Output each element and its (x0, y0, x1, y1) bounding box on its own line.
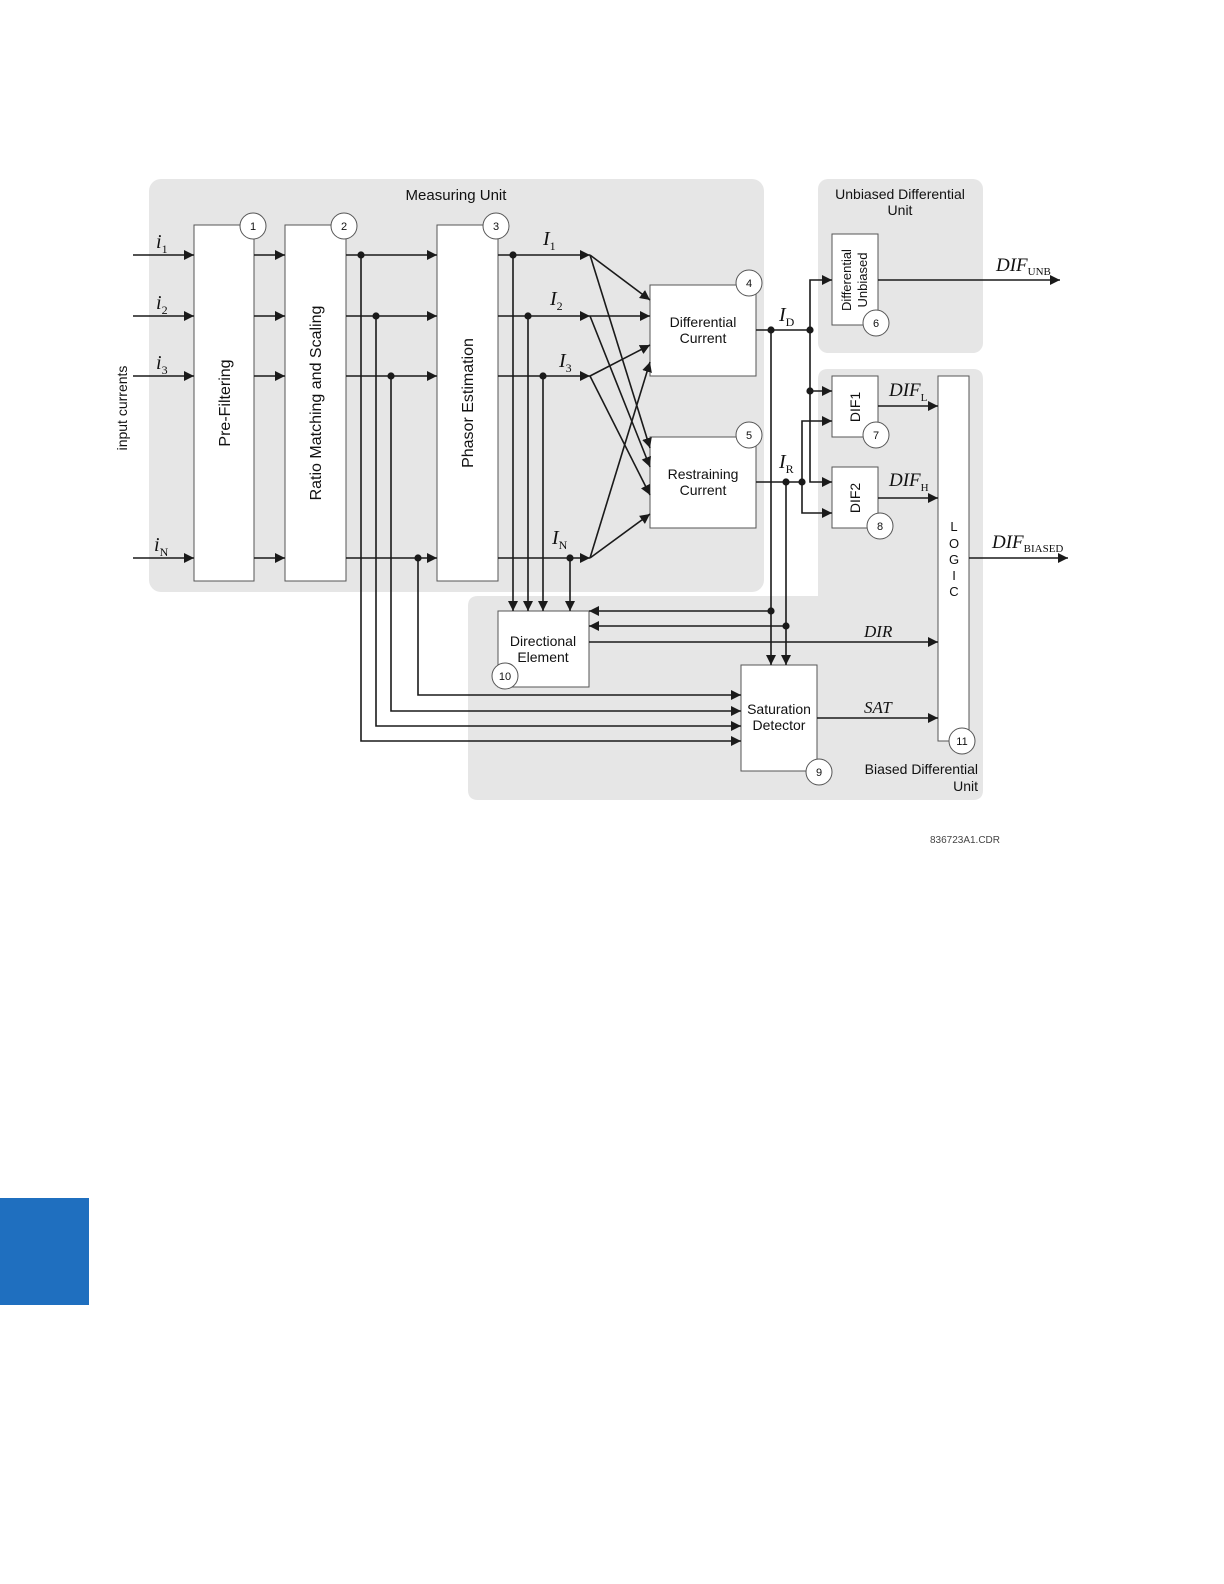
badge-3-text: 3 (493, 221, 499, 233)
figure-code: 836723A1.CDR (930, 835, 1000, 846)
ratio-label: Ratio Matching and Scaling (308, 306, 325, 501)
badge-6-text: 6 (873, 318, 879, 330)
logic-letter-i: I (952, 568, 956, 583)
input-currents-label: input currents (114, 366, 130, 451)
badge-10 (491, 662, 519, 690)
prefilter-label: Pre-Filtering (217, 359, 234, 446)
badge-1 (239, 212, 267, 240)
number-badges: 1 2 3 4 5 6 7 8 9 10 11 (239, 212, 976, 786)
badge-4-text: 4 (746, 278, 752, 290)
phasor-labels: I1 I2 I3 IN (542, 228, 572, 552)
badge-9 (805, 758, 833, 786)
logic-block (937, 375, 970, 742)
badge-6 (862, 309, 890, 337)
input-labels: i1 i2 i3 iN (154, 231, 169, 559)
badge-5-text: 5 (746, 430, 752, 442)
input-i3: i3 (156, 352, 168, 377)
badge-10-text: 10 (499, 671, 511, 683)
restraining-current-label-1: Restraining (668, 466, 739, 482)
biased-unit-label-2: Unit (953, 778, 978, 794)
logic-letter-o: O (949, 536, 959, 551)
badge-5 (735, 421, 763, 449)
biased-unit-label-1: Biased Differential (865, 761, 978, 777)
phasor-I1: I1 (542, 228, 556, 253)
signal-IR: IR (778, 451, 794, 476)
side-tab (0, 1198, 89, 1305)
signal-SAT: SAT (864, 698, 893, 717)
input-i1: i1 (156, 231, 168, 256)
restraining-current-block (649, 436, 757, 529)
signal-ID: ID (778, 304, 795, 329)
directional-element-label-1: Directional (510, 633, 576, 649)
badge-8 (866, 512, 894, 540)
ratio-block (284, 224, 347, 582)
prefilter-block (193, 224, 255, 582)
signal-DIF-UNB: DIFUNB (995, 255, 1051, 278)
phasor-I2: I2 (549, 288, 563, 313)
badge-11-text: 11 (956, 736, 967, 748)
signal-labels: ID IR DIFUNB DIFL DIFH DIFBIASED DIR SAT (778, 255, 1063, 717)
phasor-IN: IN (551, 527, 568, 552)
badge-7 (862, 421, 890, 449)
signal-DIF-L: DIFL (888, 380, 928, 404)
unbiased-unit-label-1: Unbiased Differential (835, 186, 965, 202)
input-i2: i2 (156, 292, 168, 317)
logic-letter-g: G (949, 552, 959, 567)
input-iN: iN (154, 534, 169, 559)
dif1-label: DIF1 (847, 392, 863, 423)
wires (133, 250, 1068, 746)
logic-letter-c: C (949, 584, 958, 599)
differential-current-label-1: Differential (670, 314, 737, 330)
differential-unbiased-block (831, 233, 879, 326)
differential-current-block (649, 284, 757, 377)
badge-2-text: 2 (341, 221, 347, 233)
signal-DIF-BIASED: DIFBIASED (991, 532, 1063, 555)
badge-3 (482, 212, 510, 240)
signal-DIF-H: DIFH (888, 470, 929, 494)
badge-2 (330, 212, 358, 240)
junction-dots (357, 251, 814, 630)
badge-8-text: 8 (877, 521, 883, 533)
phasor-label: Phasor Estimation (460, 338, 477, 468)
logic-letter-l: L (950, 519, 957, 534)
saturation-detector-label-2: Detector (753, 717, 806, 733)
badge-1-text: 1 (250, 221, 256, 233)
badge-11 (948, 727, 976, 755)
phasor-block (436, 224, 499, 582)
directional-element-block (497, 610, 590, 688)
differential-current-label-2: Current (680, 330, 727, 346)
restraining-current-label-2: Current (680, 482, 727, 498)
badge-9-text: 9 (816, 767, 822, 779)
dif2-label: DIF2 (847, 483, 863, 514)
badge-7-text: 7 (873, 430, 879, 442)
differential-unbiased-label-1: Differential (839, 249, 854, 311)
measuring-unit-label: Measuring Unit (406, 187, 508, 204)
signal-DIR: DIR (863, 622, 893, 641)
badge-4 (735, 269, 763, 297)
saturation-detector-block (740, 664, 818, 772)
phasor-I3: I3 (558, 350, 572, 375)
unbiased-unit-label-2: Unit (888, 202, 913, 218)
saturation-detector-label-1: Saturation (747, 701, 811, 717)
directional-element-label-2: Element (517, 649, 568, 665)
differential-unbiased-label-2: Unbiased (855, 253, 870, 308)
